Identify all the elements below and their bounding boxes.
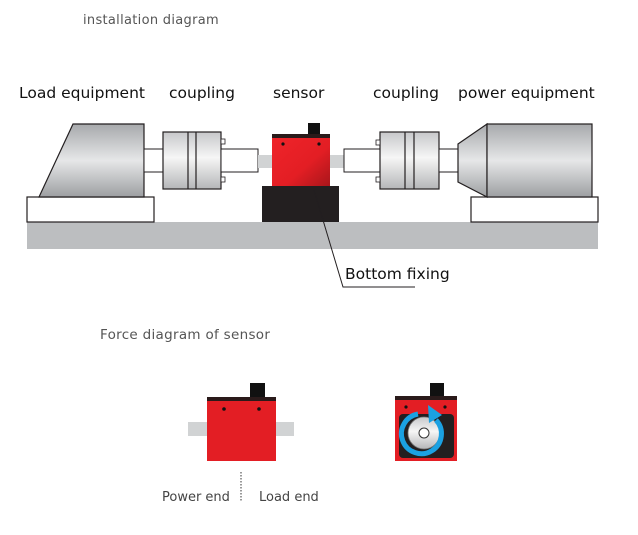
rotation-arrowhead-icon <box>428 405 442 423</box>
installation-diagram-title: installation diagram <box>83 13 219 28</box>
force-sensor-side-view <box>188 383 294 461</box>
sensor-connector <box>308 123 320 135</box>
label-sensor: sensor <box>273 84 325 102</box>
load-equipment-body <box>38 123 145 198</box>
sensor-top-strip <box>272 134 330 138</box>
load-equipment-base <box>26 196 155 223</box>
callout-bottom-fixing: Bottom fixing <box>345 265 450 283</box>
force-sensor-front-view <box>395 383 457 461</box>
sensor-screw <box>281 142 285 146</box>
power-equipment-body <box>486 123 593 198</box>
shaft-left-to-sensor <box>220 148 259 173</box>
label-coupling-left: coupling <box>169 84 235 102</box>
label-load-end: Load end <box>259 490 319 505</box>
label-power-equipment: power equipment <box>458 84 595 102</box>
coupling-left <box>162 131 226 190</box>
label-power-end: Power end <box>162 490 230 505</box>
sensor-bottom-fixing-base <box>262 186 339 222</box>
power-shaft <box>438 148 459 173</box>
load-shaft <box>143 148 164 173</box>
bottom-fixing-leader-line <box>313 189 415 288</box>
power-equipment-base <box>470 196 599 223</box>
coupling-right <box>375 131 440 190</box>
power-equipment-cone <box>457 122 488 198</box>
force-diagram-title: Force diagram of sensor <box>100 327 271 343</box>
sensor-screw <box>317 142 321 146</box>
shaft-sensor-to-right <box>343 148 381 173</box>
sensor-body <box>272 134 330 186</box>
ground-rail <box>27 222 598 249</box>
label-load-equipment: Load equipment <box>19 84 145 102</box>
rotation-arrow-icon <box>398 411 444 457</box>
label-coupling-right: coupling <box>373 84 439 102</box>
